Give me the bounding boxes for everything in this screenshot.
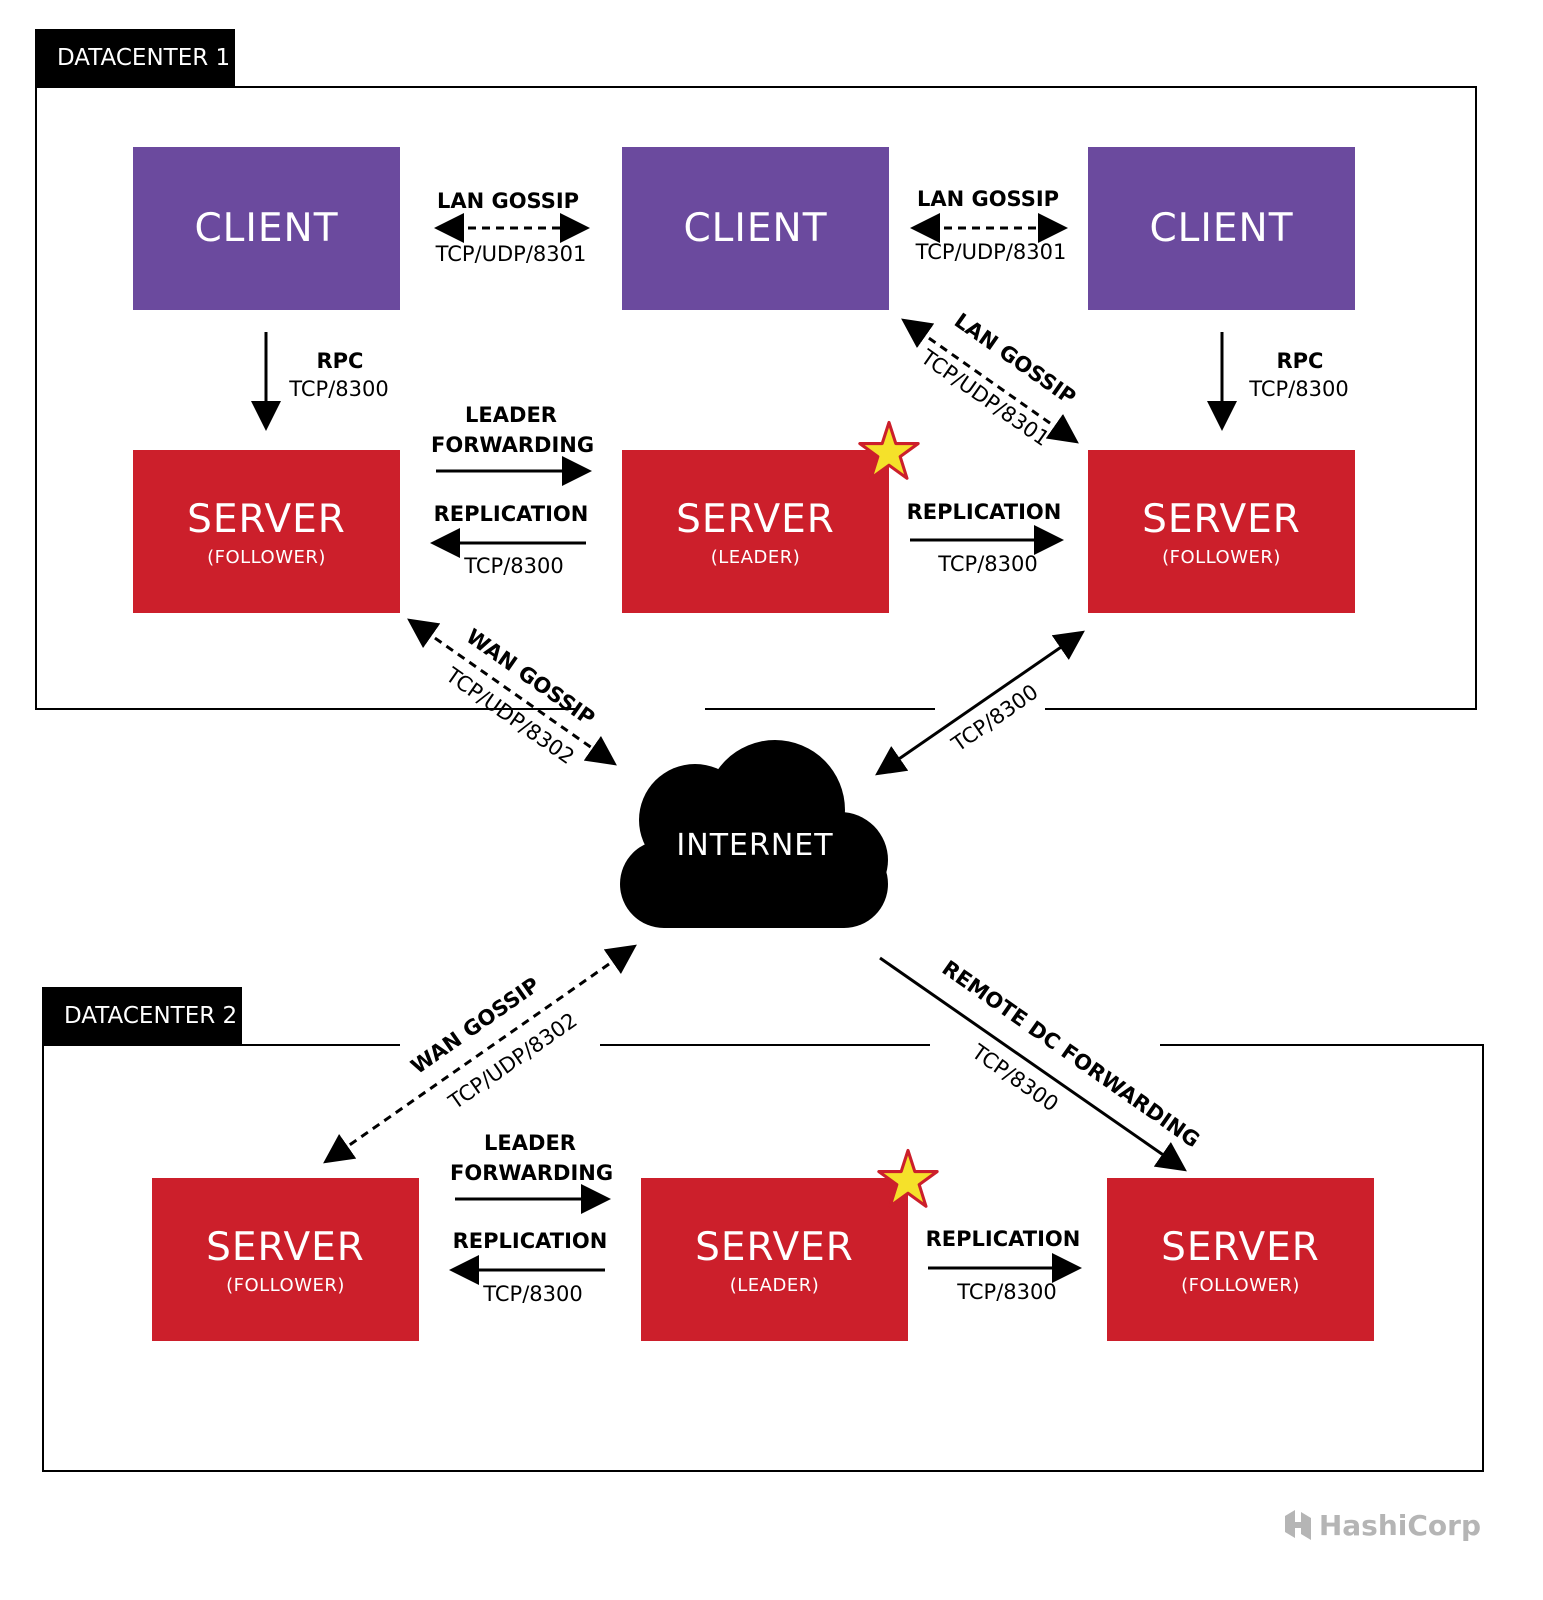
dc1-replication-label-left: REPLICATION — [433, 502, 589, 526]
internet-label: INTERNET — [676, 828, 834, 863]
dc1-leader-star-icon — [858, 420, 920, 480]
dc2-leader-star-icon — [877, 1148, 939, 1208]
datacenter-1-label: DATACENTER 1 — [35, 29, 235, 87]
lan-port-label-1: TCP/UDP/8301 — [435, 242, 587, 266]
rpc-label-1: RPC — [316, 349, 364, 373]
dc2-server-follower-2: SERVER(FOLLOWER) — [1107, 1178, 1374, 1341]
dc2-tcp-label-right: TCP/8300 — [957, 1280, 1057, 1304]
dc1-tcp-internet-arrow — [875, 630, 1085, 776]
dc2-tcp-label-left: TCP/8300 — [483, 1282, 583, 1306]
hashicorp-logo-icon — [1284, 1510, 1311, 1540]
dc2-leader-forwarding-label-2: FORWARDING — [450, 1161, 614, 1185]
rpc-port-label-1: TCP/8300 — [289, 377, 389, 401]
dc2-server-follower-1: SERVER(FOLLOWER) — [152, 1178, 419, 1341]
dc1-server-leader: SERVER(LEADER) — [622, 450, 889, 613]
dc1-server-follower-2: SERVER(FOLLOWER) — [1088, 450, 1355, 613]
lan-gossip-label-2: LAN GOSSIP — [916, 187, 1060, 211]
datacenter-2-label: DATACENTER 2 — [42, 987, 242, 1045]
dc1-client-1: CLIENT — [133, 147, 400, 310]
lan-gossip-label-1: LAN GOSSIP — [436, 189, 580, 213]
dc1-leader-forwarding-label-1: LEADER — [465, 403, 557, 427]
dc1-client-3: CLIENT — [1088, 147, 1355, 310]
internet-cloud-icon — [620, 740, 888, 928]
datacenter-2-frame — [42, 1044, 1484, 1472]
datacenter-1-frame — [35, 86, 1477, 710]
dc2-replication-label-left: REPLICATION — [452, 1229, 608, 1253]
dc2-wan-gossip-arrow — [323, 944, 637, 1164]
dc2-replication-label-right: REPLICATION — [925, 1227, 1081, 1251]
dc1-server-follower-1: SERVER(FOLLOWER) — [133, 450, 400, 613]
dc1-tcp-label-left: TCP/8300 — [464, 554, 564, 578]
dc1-wan-gossip-arrow — [407, 618, 617, 766]
remote-dc-forwarding-arrow — [879, 956, 1187, 1172]
dc2-leader-forwarding-label-1: LEADER — [484, 1131, 576, 1155]
lan-port-label-2: TCP/UDP/8301 — [915, 240, 1067, 264]
rpc-label-2: RPC — [1276, 349, 1324, 373]
dc1-leader-forwarding-label-2: FORWARDING — [431, 433, 595, 457]
rpc-port-label-2: TCP/8300 — [1249, 377, 1349, 401]
hashicorp-logo: HashiCorp — [1283, 1508, 1481, 1542]
dc1-tcp-label-right: TCP/8300 — [938, 552, 1038, 576]
dc1-replication-label-right: REPLICATION — [906, 500, 1062, 524]
dc1-client-2: CLIENT — [622, 147, 889, 310]
lan-gossip-diagonal-arrow — [901, 318, 1079, 444]
dc2-server-leader: SERVER(LEADER) — [641, 1178, 908, 1341]
